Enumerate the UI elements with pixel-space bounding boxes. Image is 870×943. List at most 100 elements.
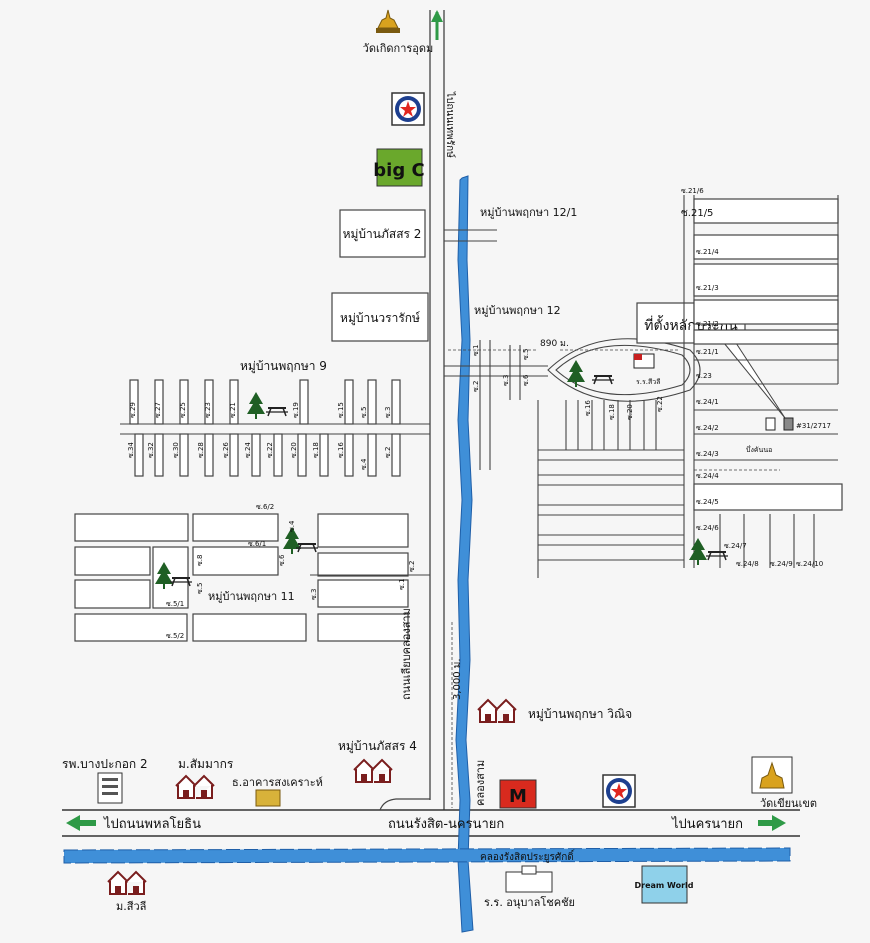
svg-text:ซ.6: ซ.6 [278, 554, 286, 566]
svg-text:ซ.24/4: ซ.24/4 [696, 472, 719, 480]
svg-text:ซ.1: ซ.1 [398, 579, 406, 590]
main-road-label: ถนนรังสิต-นครนายก [388, 817, 504, 832]
moo-siwali-houses-icon [107, 871, 147, 895]
moo-vinit-houses-icon [477, 699, 517, 723]
p11-soi-labels: ซ.6/2 ซ.6/1 ซ.8 ซ.6 ซ.4 ซ.2 ซ.3 ซ.5 ซ.1 … [166, 503, 416, 640]
moo-phat-4-label: หมู่บ้านภัสสร 4 [338, 739, 417, 754]
svg-text:ซ.24/7: ซ.24/7 [724, 542, 747, 550]
svg-text:ซ.2: ซ.2 [408, 561, 416, 572]
svg-text:ซ.15: ซ.15 [337, 402, 345, 418]
temple-north-label: วัดเกิดการอุดม [363, 42, 434, 55]
svg-text:ซ.24/8: ซ.24/8 [736, 560, 759, 568]
east-tree-icon [689, 538, 707, 565]
park-bench-icon [591, 375, 615, 385]
svg-text:ซ.26: ซ.26 [222, 442, 230, 458]
svg-text:ซ.28: ซ.28 [197, 442, 205, 458]
svg-text:ซ.21/3: ซ.21/3 [696, 284, 719, 292]
temple-east-icon [751, 756, 793, 794]
road-khlongsam-label: ถนนเลียบคลองสาม [400, 608, 413, 700]
caltex-icon [391, 92, 425, 126]
moo-phruksa-11-label: หมู่บ้านพฤกษา 11 [208, 590, 295, 603]
svg-text:ซ.22: ซ.22 [656, 396, 664, 412]
to-west-label: ไปถนนพหลโยธิน [103, 816, 201, 832]
mcdonalds-icon: M [499, 779, 537, 809]
svg-text:ซ.24/10: ซ.24/10 [796, 560, 823, 568]
svg-text:ซ.21/4: ซ.21/4 [696, 248, 719, 256]
moo-phruksa-9-label: หมู่บ้านพฤกษา 9 [240, 359, 327, 374]
east-grid [683, 195, 843, 568]
svg-text:ซ.29: ซ.29 [129, 402, 137, 418]
canal-south-label: คลองรังสิตประยูรศักดิ์ [480, 849, 575, 863]
dream-world-icon: Dream World [635, 865, 694, 904]
svg-text:ซ.30: ซ.30 [172, 442, 180, 458]
svg-text:ซ.24/9: ซ.24/9 [770, 560, 793, 568]
khlong-sam-label: คลองสาม [474, 760, 487, 806]
svg-text:ซ.19: ซ.19 [292, 402, 300, 418]
moo-phruksa-vinit-label: หมู่บ้านพฤกษา วิณิจ [528, 707, 632, 722]
svg-text:ซ.6: ซ.6 [522, 374, 530, 386]
phruksa-11-blocks [74, 513, 430, 642]
svg-text:ซ.24/2: ซ.24/2 [696, 424, 719, 432]
arrow-west-icon [66, 815, 96, 831]
moo-phat-2-box [339, 209, 426, 258]
temple-east-label: วัดเขียนเขต [760, 797, 817, 810]
phruksa-9-roads [120, 379, 430, 477]
hospital-label: รพ.บางปะกอก 2 [62, 757, 148, 771]
svg-text:ซ.32: ซ.32 [147, 442, 155, 458]
moo-wararak-box [331, 292, 429, 342]
svg-text:Dream World: Dream World [635, 881, 694, 890]
moo-wararak-label: หมู่บ้านวรารักษ์ [340, 311, 420, 326]
property-no-label: #31/2717 [796, 422, 831, 430]
big-c-icon: big C [373, 148, 425, 187]
svg-text:ซ.24/3: ซ.24/3 [696, 450, 719, 458]
moo-phruksa-12-1-label: หมู่บ้านพฤกษา 12/1 [480, 206, 577, 219]
svg-text:ซ.27: ซ.27 [154, 402, 162, 418]
svg-text:ซ.21/1: ซ.21/1 [696, 348, 719, 356]
school-small-icon [633, 353, 655, 369]
to-east-label: ไปนครนายก [671, 816, 743, 832]
svg-text:ซ.4: ซ.4 [288, 520, 296, 532]
svg-text:ซ.3: ซ.3 [384, 407, 392, 418]
main-north-road [429, 10, 445, 810]
p9-soi-labels: ซ.29 ซ.27 ซ.25 ซ.23 ซ.21 ซ.19 ซ.15 ซ.5 ซ… [127, 402, 392, 470]
moo-phruksa-12-label: หมู่บ้านพฤกษา 12 [474, 304, 561, 317]
svg-text:ซ.4: ซ.4 [360, 458, 368, 470]
main-east-road [62, 798, 800, 837]
svg-text:ซ.2: ซ.2 [472, 381, 480, 392]
svg-text:ซ.23: ซ.23 [204, 402, 212, 418]
svg-text:ซ.2: ซ.2 [384, 447, 392, 458]
svg-text:ซ.18: ซ.18 [312, 442, 320, 458]
svg-text:ซ.6/1: ซ.6/1 [248, 540, 266, 548]
moo-siwali-label: ม.สีวลี [116, 900, 146, 913]
svg-text:ซ.24/1: ซ.24/1 [696, 398, 719, 406]
svg-text:ซ.21/2: ซ.21/2 [696, 320, 719, 328]
moo-sammakorn-houses-icon [175, 775, 215, 799]
svg-text:M: M [509, 786, 527, 807]
east-soi-labels: ซ.21/6 ซ.21/5 ซ.21/4 ซ.21/3 ซ.21/2 ซ.21/… [681, 187, 823, 568]
svg-text:ซ.34: ซ.34 [127, 442, 135, 458]
arrow-east-icon [758, 815, 786, 831]
svg-text:ซ.20: ซ.20 [290, 442, 298, 458]
svg-text:ซ.1: ซ.1 [472, 345, 480, 356]
svg-text:ซ.16: ซ.16 [584, 400, 592, 416]
svg-text:ซ.24/5: ซ.24/5 [696, 498, 719, 506]
svg-text:ซ.8: ซ.8 [196, 555, 204, 566]
caltex-south-icon [602, 774, 636, 808]
svg-text:ซ.24: ซ.24 [244, 442, 252, 458]
svg-text:ซ.21/6: ซ.21/6 [681, 187, 704, 195]
svg-text:ซ.25: ซ.25 [179, 402, 187, 418]
moo-phat-4-houses-icon [353, 759, 393, 783]
moo-sammakorn-label: ม.สัมมากร [178, 757, 234, 771]
svg-text:ซ.5/2: ซ.5/2 [166, 632, 184, 640]
dist-3000-label: 3,000 ม. [452, 658, 463, 700]
property-icon [765, 417, 794, 431]
hospital-icon [97, 772, 123, 804]
p9-bench-icon [265, 407, 289, 417]
canal-rangsit [63, 847, 791, 864]
svg-text:ซ.21: ซ.21 [229, 402, 237, 418]
svg-text:ซ.3: ซ.3 [502, 375, 510, 386]
svg-text:ซ.5/1: ซ.5/1 [166, 600, 184, 608]
svg-text:ซ.24/6: ซ.24/6 [696, 524, 719, 532]
temple-north-icon [376, 9, 400, 33]
